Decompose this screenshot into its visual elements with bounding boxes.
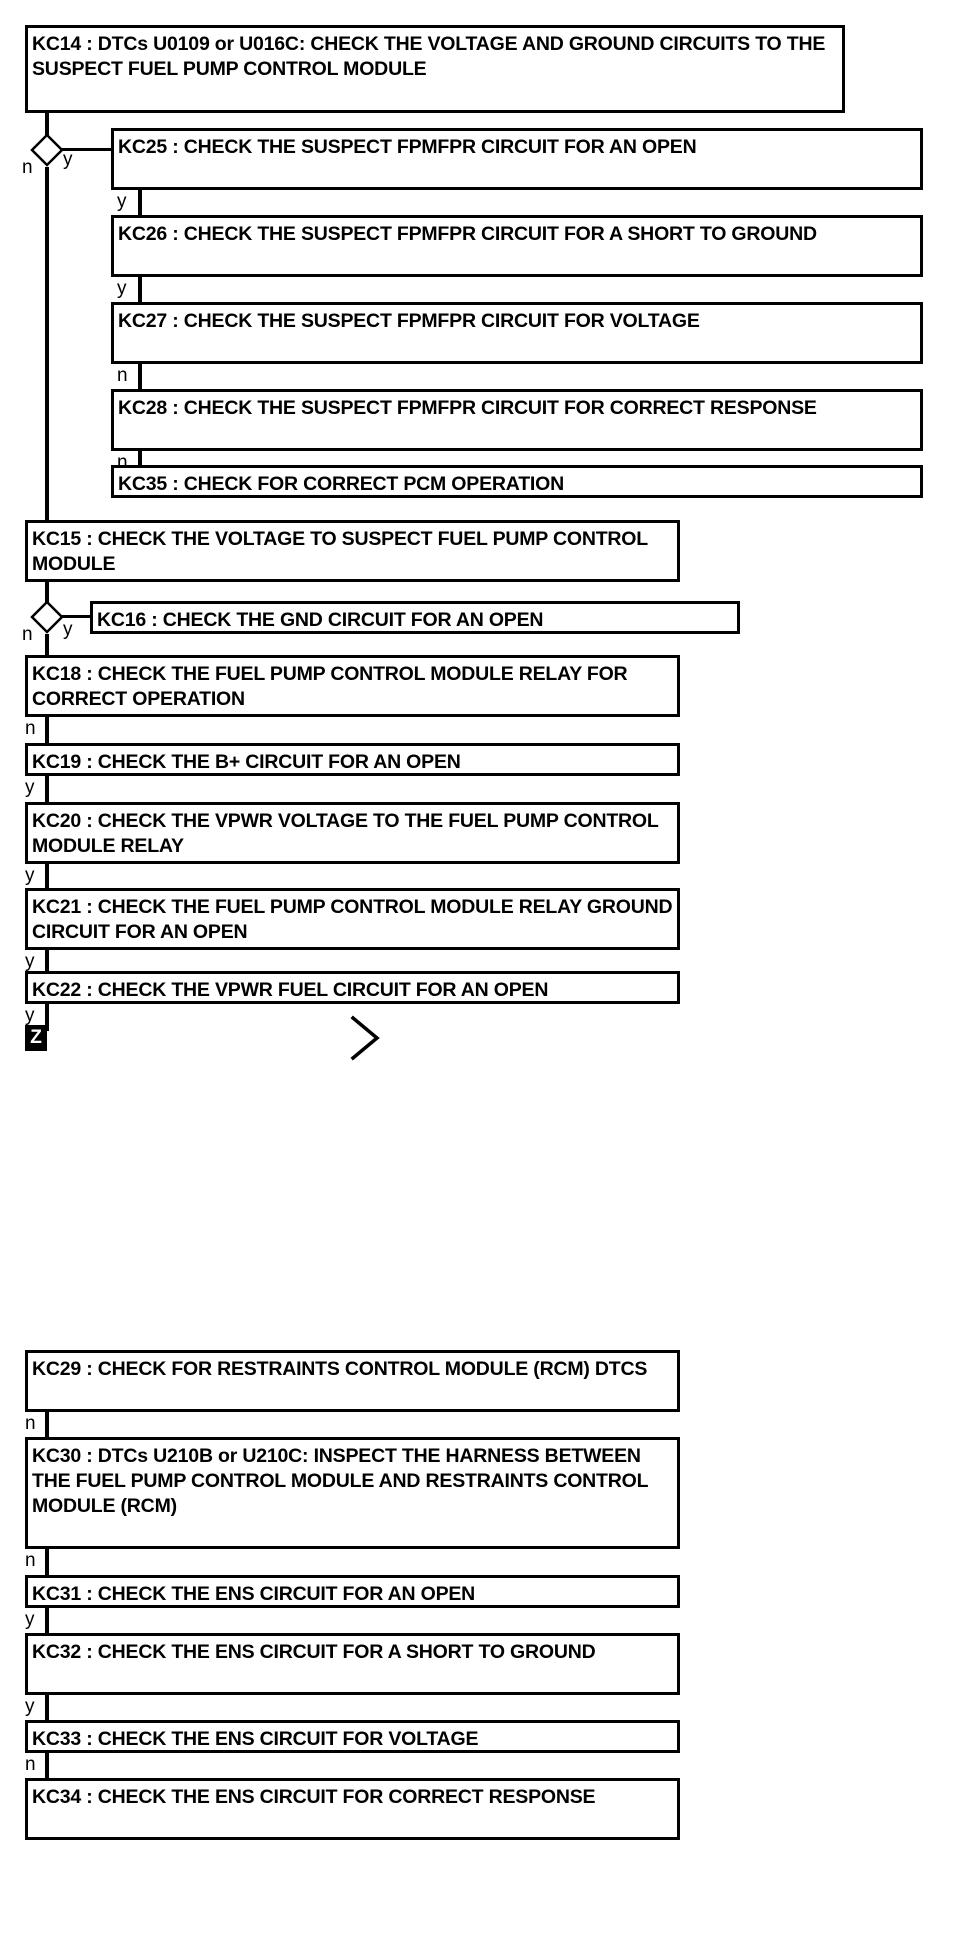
node-kc22[interactable]: KC22 : CHECK THE VPWR FUEL CIRCUIT FOR A… (25, 971, 680, 1004)
node-kc31[interactable]: KC31 : CHECK THE ENS CIRCUIT FOR AN OPEN (25, 1575, 680, 1608)
connector-kc27-to-kc28 (138, 364, 142, 391)
connector-kc31-to-kc32 (45, 1608, 49, 1635)
connector-decision1-to-kc25 (62, 148, 114, 151)
node-kc16[interactable]: KC16 : CHECK THE GND CIRCUIT FOR AN OPEN (90, 601, 740, 634)
connector-kc30-to-kc31 (45, 1549, 49, 1576)
connector-kc33-to-kc34 (45, 1753, 49, 1780)
offpage-connector-z[interactable]: Z (25, 1025, 47, 1051)
node-kc21[interactable]: KC21 : CHECK THE FUEL PUMP CONTROL MODUL… (25, 888, 680, 950)
connector-kc22-to-zmark (45, 1004, 49, 1031)
decision-diamond-1[interactable] (30, 133, 64, 167)
connector-kc20-to-kc21 (45, 864, 49, 891)
branch-label-kc29-no: n (25, 1413, 36, 1434)
connector-decision2-to-kc16 (62, 615, 92, 618)
branch-label-decision2-yes: y (63, 619, 73, 640)
node-kc27[interactable]: KC27 : CHECK THE SUSPECT FPMFPR CIRCUIT … (111, 302, 923, 364)
branch-label-kc21-yes: y (25, 951, 35, 972)
connector-kc29-to-kc30 (45, 1412, 49, 1439)
branch-label-kc22-yes: y (25, 1005, 35, 1026)
branch-label-decision1-yes: y (63, 149, 73, 170)
branch-label-kc33-no: n (25, 1754, 36, 1775)
branch-label-decision1-no: n (22, 157, 33, 178)
node-kc19[interactable]: KC19 : CHECK THE B+ CIRCUIT FOR AN OPEN (25, 743, 680, 776)
node-kc29[interactable]: KC29 : CHECK FOR RESTRAINTS CONTROL MODU… (25, 1350, 680, 1412)
branch-label-decision2-no: n (22, 624, 33, 645)
branch-label-kc28-no: n (117, 452, 128, 473)
node-kc14[interactable]: KC14 : DTCs U0109 or U016C: CHECK THE VO… (25, 25, 845, 113)
connector-decision1-no-trunk (45, 167, 49, 522)
branch-label-kc30-no: n (25, 1550, 36, 1571)
branch-label-kc25-yes: y (117, 191, 127, 212)
connector-kc19-to-kc20 (45, 776, 49, 803)
branch-label-kc31-yes: y (25, 1609, 35, 1630)
node-kc18[interactable]: KC18 : CHECK THE FUEL PUMP CONTROL MODUL… (25, 655, 680, 717)
connector-decision2-no-to-kc18 (45, 634, 49, 656)
branch-label-kc19-yes: y (25, 777, 35, 798)
node-kc34[interactable]: KC34 : CHECK THE ENS CIRCUIT FOR CORRECT… (25, 1778, 680, 1840)
branch-label-kc18-no: n (25, 718, 36, 739)
node-kc20[interactable]: KC20 : CHECK THE VPWR VOLTAGE TO THE FUE… (25, 802, 680, 864)
branch-label-kc20-yes: y (25, 865, 35, 886)
decision-diamond-2[interactable] (30, 600, 64, 634)
chevron-right-icon (345, 1010, 385, 1066)
node-kc25[interactable]: KC25 : CHECK THE SUSPECT FPMFPR CIRCUIT … (111, 128, 923, 190)
node-kc32[interactable]: KC32 : CHECK THE ENS CIRCUIT FOR A SHORT… (25, 1633, 680, 1695)
connector-kc32-to-kc33 (45, 1695, 49, 1722)
node-kc35[interactable]: KC35 : CHECK FOR CORRECT PCM OPERATION (111, 465, 923, 498)
connector-kc28-to-kc35 (138, 451, 142, 478)
connector-kc21-to-kc22 (45, 950, 49, 977)
connector-kc15-to-decision2 (45, 582, 49, 606)
connector-kc26-to-kc27 (138, 277, 142, 304)
branch-label-kc32-yes: y (25, 1696, 35, 1717)
branch-label-kc27-no: n (117, 365, 128, 386)
connector-kc18-to-kc19 (45, 717, 49, 744)
branch-label-kc26-yes: y (117, 278, 127, 299)
node-kc28[interactable]: KC28 : CHECK THE SUSPECT FPMFPR CIRCUIT … (111, 389, 923, 451)
node-kc30[interactable]: KC30 : DTCs U210B or U210C: INSPECT THE … (25, 1437, 680, 1549)
node-kc26[interactable]: KC26 : CHECK THE SUSPECT FPMFPR CIRCUIT … (111, 215, 923, 277)
connector-kc25-to-kc26 (138, 190, 142, 217)
node-kc15[interactable]: KC15 : CHECK THE VOLTAGE TO SUSPECT FUEL… (25, 520, 680, 582)
node-kc33[interactable]: KC33 : CHECK THE ENS CIRCUIT FOR VOLTAGE (25, 1720, 680, 1753)
connector-kc14-to-decision1 (45, 113, 49, 150)
